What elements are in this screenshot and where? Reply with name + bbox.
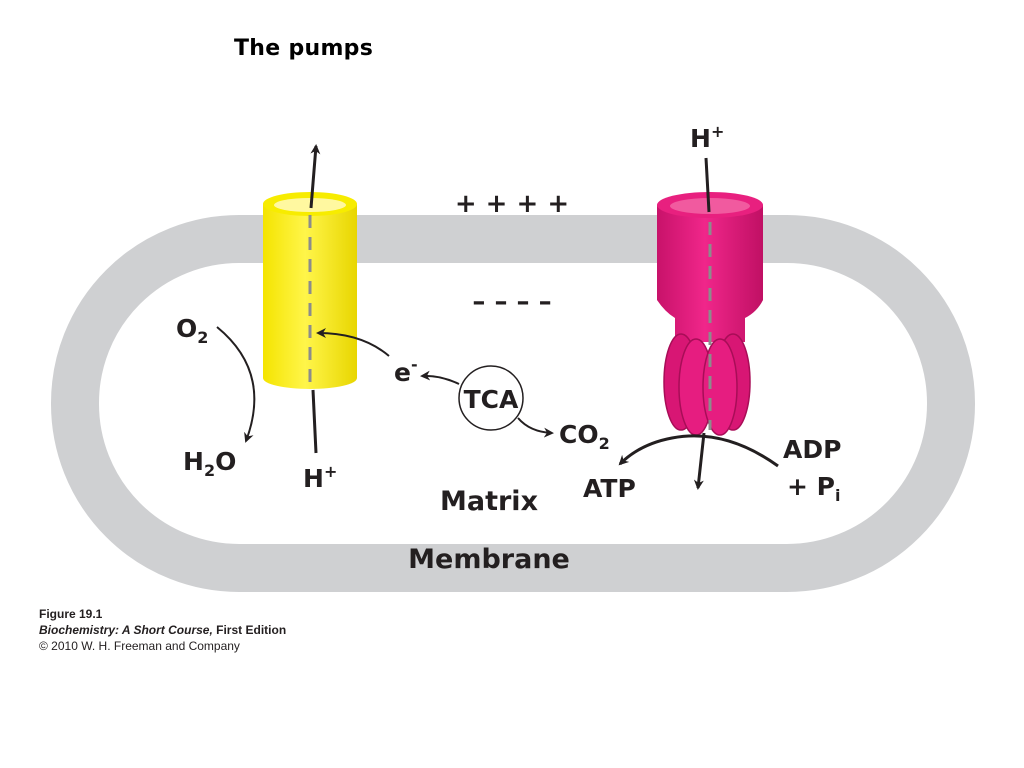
adp-label: ADP: [783, 435, 841, 464]
book-title: Biochemistry: A Short Course,: [39, 623, 213, 637]
book-citation: Biochemistry: A Short Course, First Edit…: [39, 622, 286, 638]
minus-charges: – – – –: [472, 287, 551, 317]
atp-label: ATP: [583, 474, 636, 503]
h-plus-left-label: H+: [303, 462, 337, 493]
tca-to-co2-arrow: [517, 417, 554, 438]
o2-label: O2: [176, 314, 208, 347]
pi-label: + Pi: [787, 472, 840, 505]
plus-charges: + + + +: [455, 189, 569, 219]
figure-caption: Figure 19.1 Biochemistry: A Short Course…: [39, 606, 286, 654]
proton-in-arrow-right: [698, 157, 711, 488]
slide-title: The pumps: [234, 36, 374, 61]
membrane-ring: [51, 215, 975, 592]
electron-label: e-: [394, 355, 418, 387]
co2-label: CO2: [559, 420, 610, 453]
matrix-label: Matrix: [440, 486, 538, 517]
tca-to-electron-arrow: [420, 370, 460, 385]
figure-number: Figure 19.1: [39, 607, 103, 621]
tca-label: TCA: [464, 385, 519, 414]
electron-to-pump-arrow: [316, 328, 390, 357]
h2o-label: H2O: [183, 447, 236, 480]
tca-circle: [458, 365, 524, 431]
membrane-label: Membrane: [408, 544, 570, 575]
h-plus-right-label: H+: [690, 122, 724, 153]
book-edition: First Edition: [212, 623, 287, 637]
o2-to-h2o-arrow: [216, 326, 256, 443]
proton-out-arrow-left: [311, 146, 316, 454]
copyright-line: © 2010 W. H. Freeman and Company: [39, 639, 240, 653]
adp-to-atp-arrow: [618, 434, 779, 468]
